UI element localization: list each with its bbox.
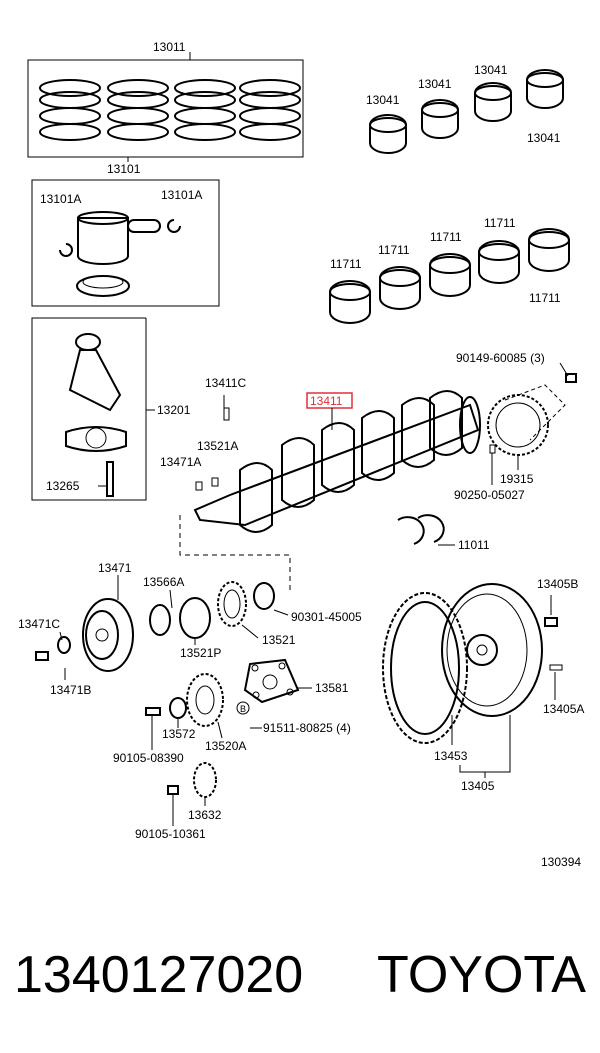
idler-group	[145, 658, 312, 750]
label-pulley: 13471	[98, 561, 132, 575]
label-key-a: 13521A	[197, 439, 238, 453]
label-flywheel: 13405	[461, 779, 495, 793]
label-key-b: 13471A	[160, 455, 201, 469]
brand-name: TOYOTA	[377, 946, 586, 1004]
small-gear-group	[167, 762, 217, 826]
main-bearings	[329, 228, 570, 324]
piston-rings-group	[27, 52, 304, 162]
conrod-group	[31, 317, 155, 501]
label-main-bearing-b: 11711	[378, 243, 410, 257]
label-timing-plate: 19315	[500, 472, 534, 486]
label-main-bearing-e: 11711	[529, 291, 561, 305]
part-footer: 1340127020 TOYOTA	[14, 940, 586, 1010]
label-bolt-marker: B	[240, 704, 246, 714]
label-pulley-bolt: 13471B	[50, 683, 91, 697]
label-small-gear-bolt: 90105-10361	[135, 827, 206, 841]
label-main-bearing-c: 11711	[430, 230, 462, 244]
diagram-code: 130394	[541, 855, 581, 869]
crank-gears	[149, 581, 289, 645]
label-piston-set: 13101	[107, 162, 141, 176]
part-number: 1340127020	[14, 946, 304, 1004]
label-thrust-washer: 11011	[458, 538, 490, 552]
label-timing-gear: 13521	[262, 633, 296, 647]
label-ring-gear: 13453	[434, 749, 468, 763]
label-conrod-bearing-c: 13041	[474, 63, 508, 77]
thrust-washers	[397, 514, 455, 546]
label-conrod: 13201	[157, 403, 191, 417]
label-plate-bolts: 91511-80825 (4)	[263, 721, 351, 735]
label-pulley-washer: 13471C	[18, 617, 60, 631]
label-main-bearing-a: 11711	[330, 257, 362, 271]
label-crank-gear: 13521P	[180, 646, 221, 660]
label-piston-rings: 13011	[153, 40, 186, 54]
label-conrod-bearing-a: 13041	[366, 93, 400, 107]
label-flywheel-pin: 13405A	[543, 702, 584, 716]
label-idler-plate: 13581	[315, 681, 349, 695]
label-conrod-bearing-b: 13041	[418, 77, 452, 91]
label-plate-knock-pin: 90250-05027	[454, 488, 525, 502]
flywheel-group	[382, 583, 563, 778]
label-conrod-bolt: 13265	[46, 479, 80, 493]
label-idler-gear: 13520A	[205, 739, 246, 753]
label-flywheel-bolt: 13405B	[537, 577, 578, 591]
label-spacer: 13566A	[143, 575, 184, 589]
label-piston-clip-left: 13101A	[40, 192, 81, 206]
timing-plate	[487, 362, 577, 485]
pulley	[35, 575, 134, 680]
label-plate-bolt: 90149-60085 (3)	[456, 351, 545, 365]
label-crank-key: 13411C	[205, 376, 246, 390]
crankshaft	[179, 390, 481, 590]
conrod-bearings	[369, 69, 564, 154]
label-main-bearing-d: 11711	[484, 216, 516, 230]
parts-diagram: 13011 13101 13101A 13101A 13041 13041 13…	[18, 40, 584, 869]
piston-group	[31, 179, 220, 307]
label-idler-bolt: 90105-08390	[113, 751, 184, 765]
label-o-ring: 90301-45005	[291, 610, 362, 624]
label-conrod-bearing-d: 13041	[527, 131, 561, 145]
label-crankshaft: 13411	[310, 394, 343, 408]
label-small-gear: 13632	[188, 808, 222, 822]
label-piston-clip-right: 13101A	[161, 188, 202, 202]
label-idler-washer: 13572	[162, 727, 196, 741]
